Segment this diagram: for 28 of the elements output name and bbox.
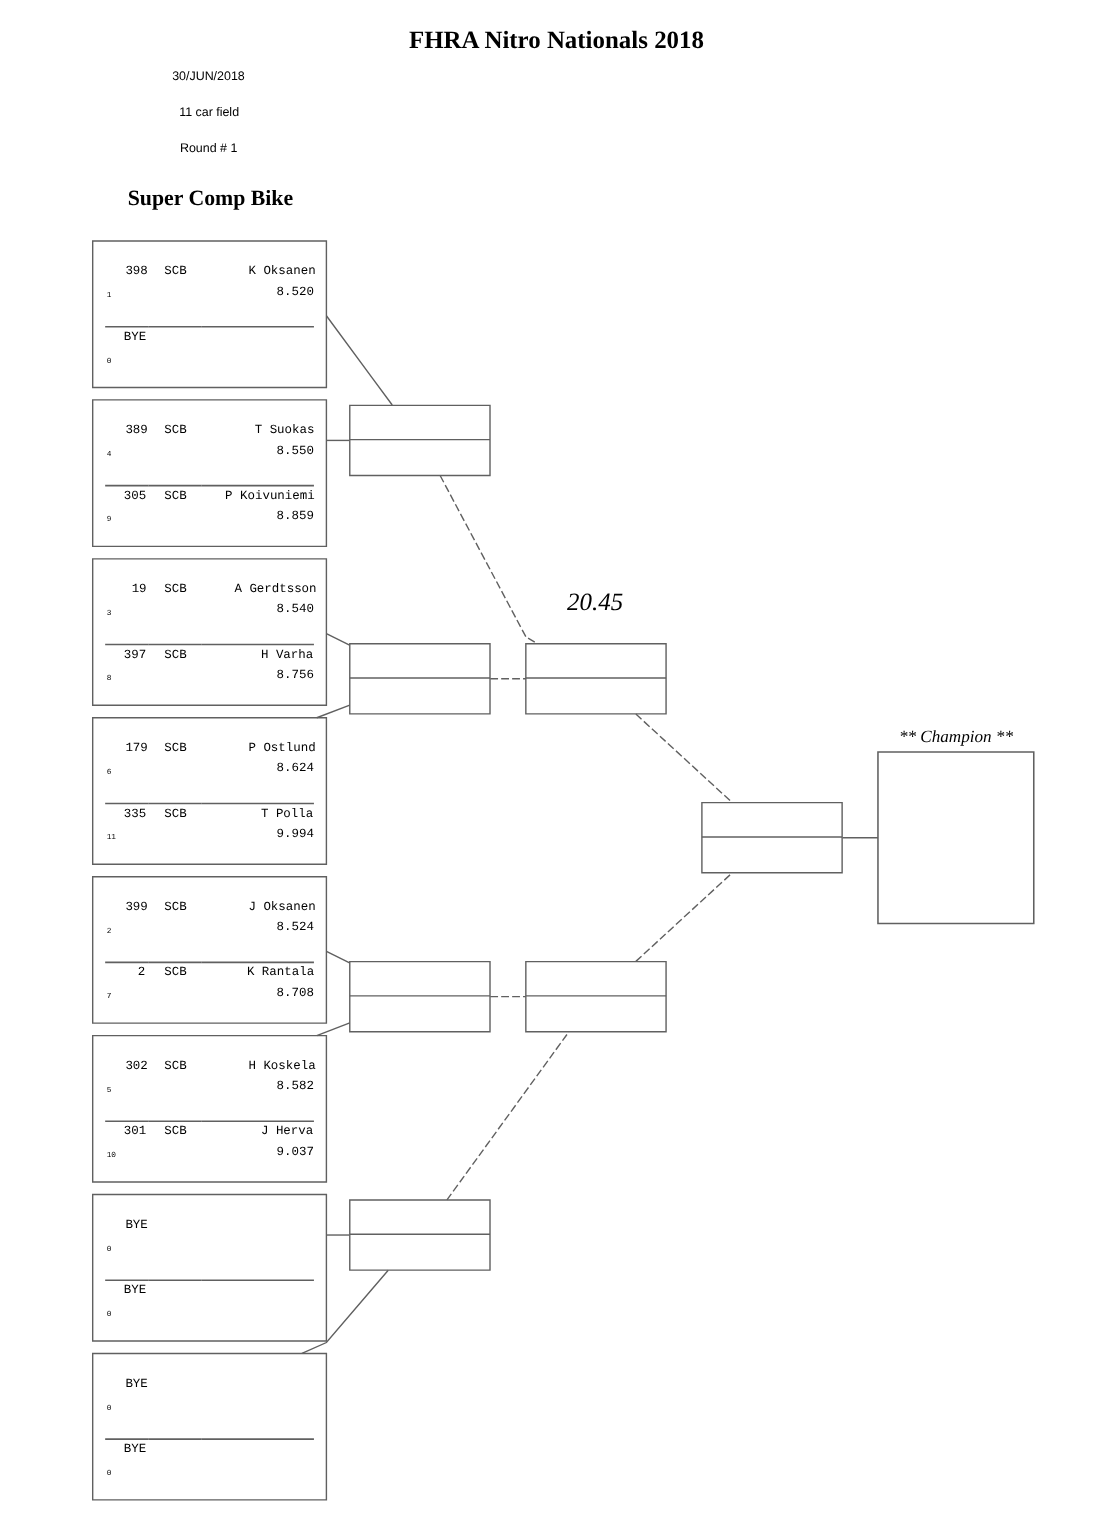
connector <box>324 315 392 406</box>
cluster <box>91 1034 327 1183</box>
connector <box>488 995 526 998</box>
connector <box>315 1022 350 1037</box>
cluster <box>91 875 327 1024</box>
node-label: ** Champion ** <box>898 726 1012 747</box>
connector <box>488 678 526 680</box>
connector <box>634 713 732 804</box>
connector <box>324 632 350 646</box>
diagram-title: FHRA Nitro Nationals 2018 <box>407 26 703 55</box>
node-box <box>876 751 1034 925</box>
cluster <box>91 1193 327 1342</box>
connector <box>324 439 350 442</box>
label: 20.45 <box>566 587 623 616</box>
connector <box>315 704 350 719</box>
connector <box>324 950 350 964</box>
cluster <box>91 240 327 389</box>
connector <box>300 1269 388 1355</box>
cluster <box>91 717 327 865</box>
connector <box>445 1031 569 1201</box>
connector <box>634 872 732 963</box>
connector <box>840 837 878 839</box>
cluster <box>91 558 327 706</box>
cluster <box>91 1352 327 1501</box>
connector <box>438 474 537 645</box>
label: Super Comp Bike <box>126 186 293 211</box>
connector <box>324 1234 350 1236</box>
cluster <box>91 399 327 548</box>
